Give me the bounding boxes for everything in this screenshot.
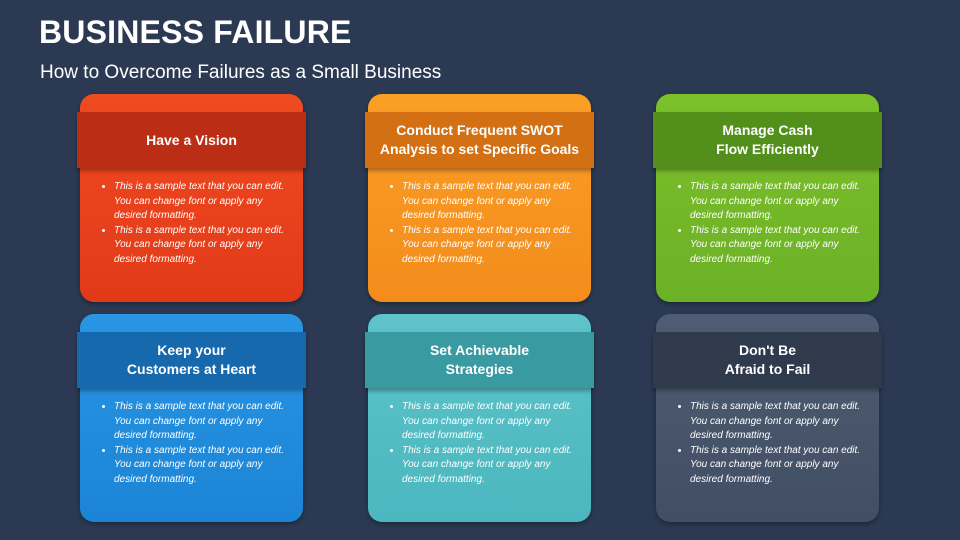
card-bullet: This is a sample text that you can edit.…	[402, 444, 577, 488]
card-heading-band: Conduct Frequent SWOT Analysis to set Sp…	[365, 112, 594, 168]
card-bullet: This is a sample text that you can edit.…	[114, 444, 289, 488]
card-bullet-list: This is a sample text that you can edit.…	[100, 400, 289, 487]
card-bullet: This is a sample text that you can edit.…	[114, 180, 289, 224]
card-bullet-list: This is a sample text that you can edit.…	[676, 400, 865, 487]
card-heading: Manage Cash Flow Efficiently	[716, 122, 819, 157]
card-heading: Conduct Frequent SWOT Analysis to set Sp…	[379, 122, 580, 157]
card-bullet-list: This is a sample text that you can edit.…	[388, 180, 577, 267]
card-have-a-vision: Have a Vision This is a sample text that…	[77, 94, 306, 302]
card-heading: Have a Vision	[146, 131, 237, 148]
slide-subtitle: How to Overcome Failures as a Small Busi…	[40, 62, 442, 83]
card-bullet: This is a sample text that you can edit.…	[402, 224, 577, 268]
slide-title: BUSINESS FAILURE	[39, 14, 352, 50]
card-heading-band: Set Achievable Strategies	[365, 332, 594, 388]
card-achievable-strategies: Set Achievable Strategies This is a samp…	[365, 314, 594, 522]
card-bullet: This is a sample text that you can edit.…	[690, 400, 865, 444]
card-bullet: This is a sample text that you can edit.…	[114, 400, 289, 444]
card-swot-analysis: Conduct Frequent SWOT Analysis to set Sp…	[365, 94, 594, 302]
card-customers-at-heart: Keep your Customers at Heart This is a s…	[77, 314, 306, 522]
card-bullet: This is a sample text that you can edit.…	[690, 444, 865, 488]
card-bullet-list: This is a sample text that you can edit.…	[676, 180, 865, 267]
card-heading-band: Keep your Customers at Heart	[77, 332, 306, 388]
card-bullet: This is a sample text that you can edit.…	[402, 180, 577, 224]
card-heading-band: Don't Be Afraid to Fail	[653, 332, 882, 388]
card-heading: Keep your Customers at Heart	[126, 342, 257, 377]
card-bullet: This is a sample text that you can edit.…	[402, 400, 577, 444]
card-bullet: This is a sample text that you can edit.…	[690, 224, 865, 268]
card-bullet: This is a sample text that you can edit.…	[690, 180, 865, 224]
card-bullet-list: This is a sample text that you can edit.…	[100, 180, 289, 267]
card-heading-band: Have a Vision	[77, 112, 306, 168]
card-manage-cash-flow: Manage Cash Flow Efficiently This is a s…	[653, 94, 882, 302]
card-dont-be-afraid: Don't Be Afraid to Fail This is a sample…	[653, 314, 882, 522]
card-heading: Set Achievable Strategies	[429, 342, 530, 377]
card-heading-band: Manage Cash Flow Efficiently	[653, 112, 882, 168]
card-bullet: This is a sample text that you can edit.…	[114, 224, 289, 268]
card-bullet-list: This is a sample text that you can edit.…	[388, 400, 577, 487]
card-heading: Don't Be Afraid to Fail	[724, 342, 811, 377]
